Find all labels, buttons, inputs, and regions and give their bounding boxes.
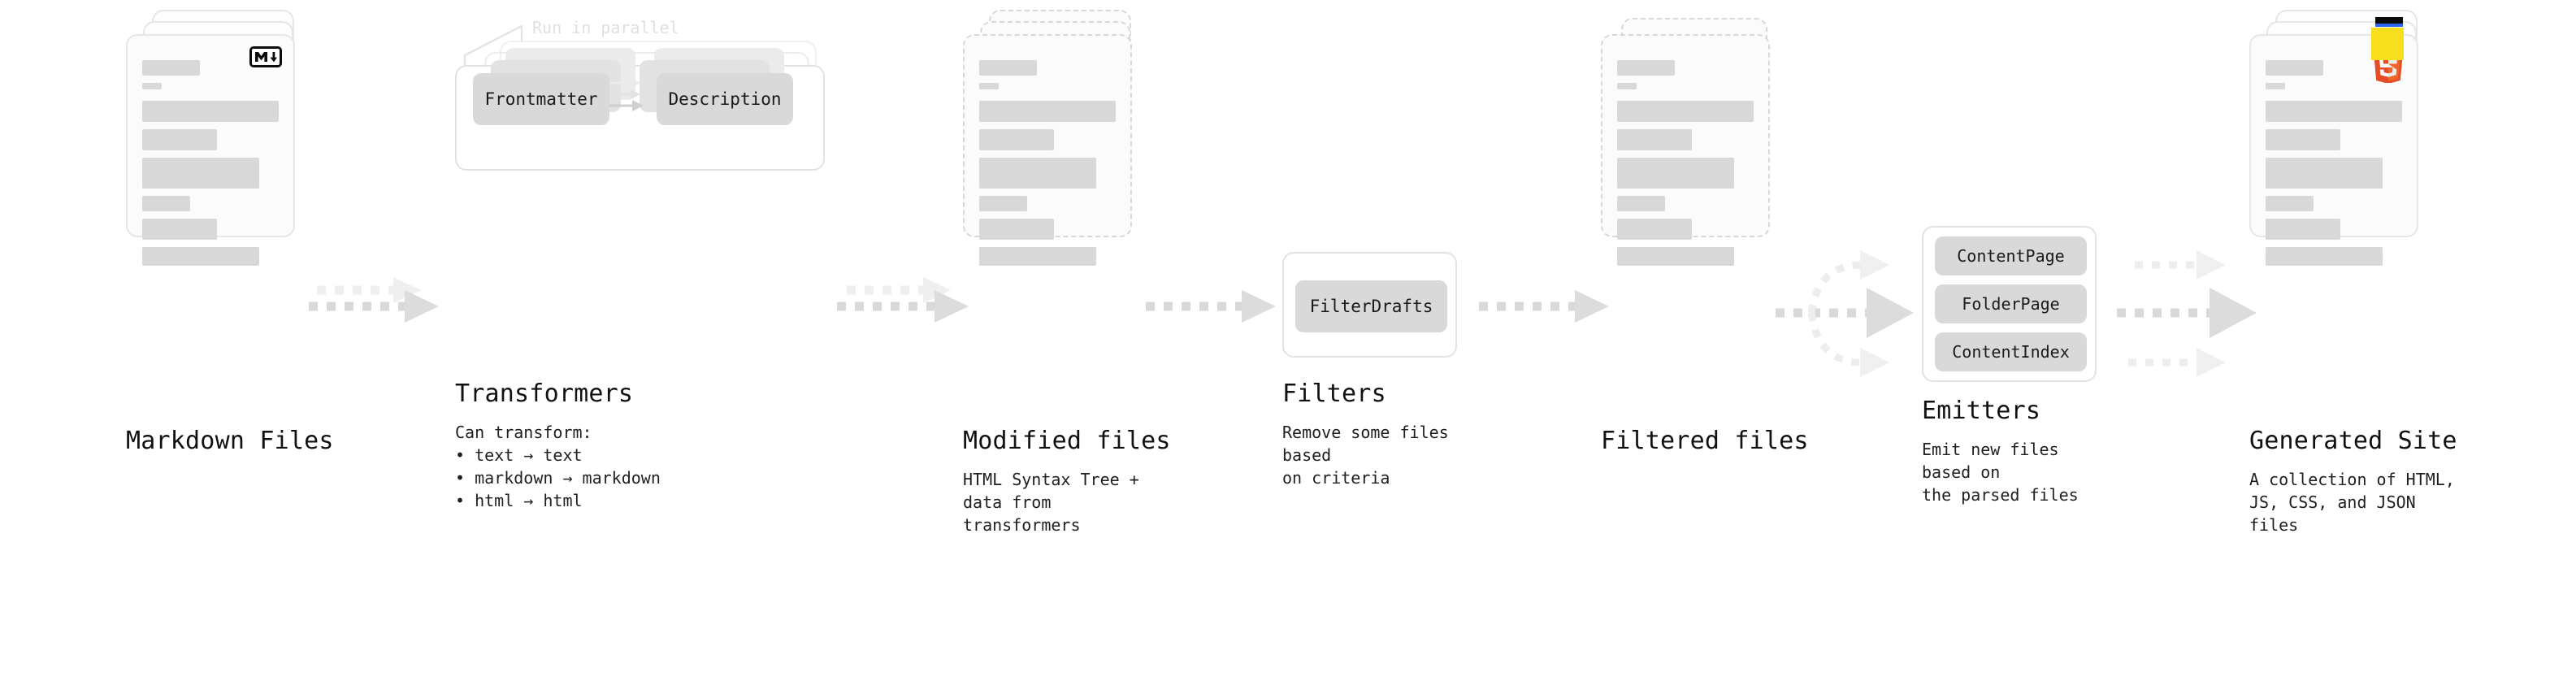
emitters-caption: Emitters Emit new files based on the par… [1922, 397, 2097, 506]
site-skeleton-body [2266, 60, 2402, 273]
stage-subtitle: Can transform: • text → text • markdown … [455, 423, 661, 510]
site-card-front: HTML [2249, 34, 2418, 266]
stage-title: Filters [1282, 380, 1386, 408]
run-in-parallel-label: Run in parallel [532, 18, 679, 37]
connector-markdown-to-transformers [309, 277, 439, 323]
filters-box: FilterDrafts [1282, 252, 1457, 358]
emitter-chip-contentpage[interactable]: ContentPage [1935, 236, 2087, 275]
stage-modified-files: Modified files HTML Syntax Tree + data f… [963, 0, 1170, 535]
filtered-files-caption: Filtered files [1601, 427, 1809, 455]
modified-skeleton-body [979, 60, 1116, 273]
markdown-files-caption: Markdown Files [126, 427, 334, 455]
stage-subtitle: HTML Syntax Tree + data from transformer… [963, 470, 1139, 535]
filtered-card-front [1601, 34, 1770, 266]
emitters-box: ContentPage FolderPage ContentIndex [1922, 226, 2097, 382]
markdown-skeleton-body [142, 60, 279, 273]
stage-generated-site: HTML [2249, 0, 2457, 535]
stage-subtitle: Emit new files based on the parsed files [1922, 440, 2079, 505]
emitter-chip-contentindex[interactable]: ContentIndex [1935, 332, 2087, 371]
transformer-chip-frontmatter[interactable]: Frontmatter [473, 73, 609, 125]
stage-title: Filtered files [1601, 427, 1809, 455]
stage-title: Emitters [1922, 397, 2041, 425]
markdown-card-front [126, 34, 295, 266]
stage-title: Modified files [963, 427, 1171, 455]
modified-files-graphic [963, 0, 1138, 266]
filtered-skeleton-body [1617, 60, 1754, 273]
stage-filters: FilterDrafts Filters Remove some files b… [1282, 0, 1457, 488]
stage-title: Transformers [455, 380, 634, 408]
generated-site-caption: Generated Site A collection of HTML, JS,… [2249, 427, 2457, 536]
markdown-files-graphic [126, 0, 301, 266]
markdown-icon [249, 46, 282, 67]
transformers-box: Frontmatter Description [455, 48, 825, 171]
modified-card-front [963, 34, 1132, 266]
connector-filtered-to-emitters [1776, 250, 1914, 377]
stage-title: Generated Site [2249, 427, 2457, 455]
stage-filtered-files: Filtered files [1601, 0, 1808, 455]
stage-title: Markdown Files [126, 427, 334, 455]
stage-transformers: Run in parallel [455, 0, 837, 510]
connector-transformers-to-modified [837, 277, 969, 323]
js-icon [2371, 28, 2404, 60]
connector-emitters-to-site [2117, 250, 2257, 377]
filters-graphic: FilterDrafts [1282, 0, 1457, 358]
filter-chip-filterdrafts[interactable]: FilterDrafts [1295, 280, 1447, 332]
stage-subtitle: A collection of HTML, JS, CSS, and JSON … [2249, 470, 2455, 535]
connector-modified-to-filters [1146, 290, 1276, 323]
emitter-chip-folderpage[interactable]: FolderPage [1935, 284, 2087, 323]
stage-markdown-files: Markdown Files [126, 0, 333, 455]
transformer-chip-description[interactable]: Description [657, 73, 793, 125]
connector-filters-to-filtered [1479, 290, 1609, 323]
generated-site-graphic: HTML [2249, 0, 2424, 266]
filters-caption: Filters Remove some files based on crite… [1282, 380, 1457, 489]
transformers-caption: Transformers Can transform: • text → tex… [455, 380, 661, 512]
modified-files-caption: Modified files HTML Syntax Tree + data f… [963, 427, 1171, 536]
transformers-graphic: Run in parallel [455, 0, 837, 211]
stage-subtitle: Remove some files based on criteria [1282, 423, 1449, 488]
filtered-files-graphic [1601, 0, 1776, 266]
css3-icon [2375, 17, 2403, 27]
emitters-graphic: ContentPage FolderPage ContentIndex [1922, 0, 2097, 382]
stage-emitters: ContentPage FolderPage ContentIndex Emit… [1922, 0, 2097, 505]
